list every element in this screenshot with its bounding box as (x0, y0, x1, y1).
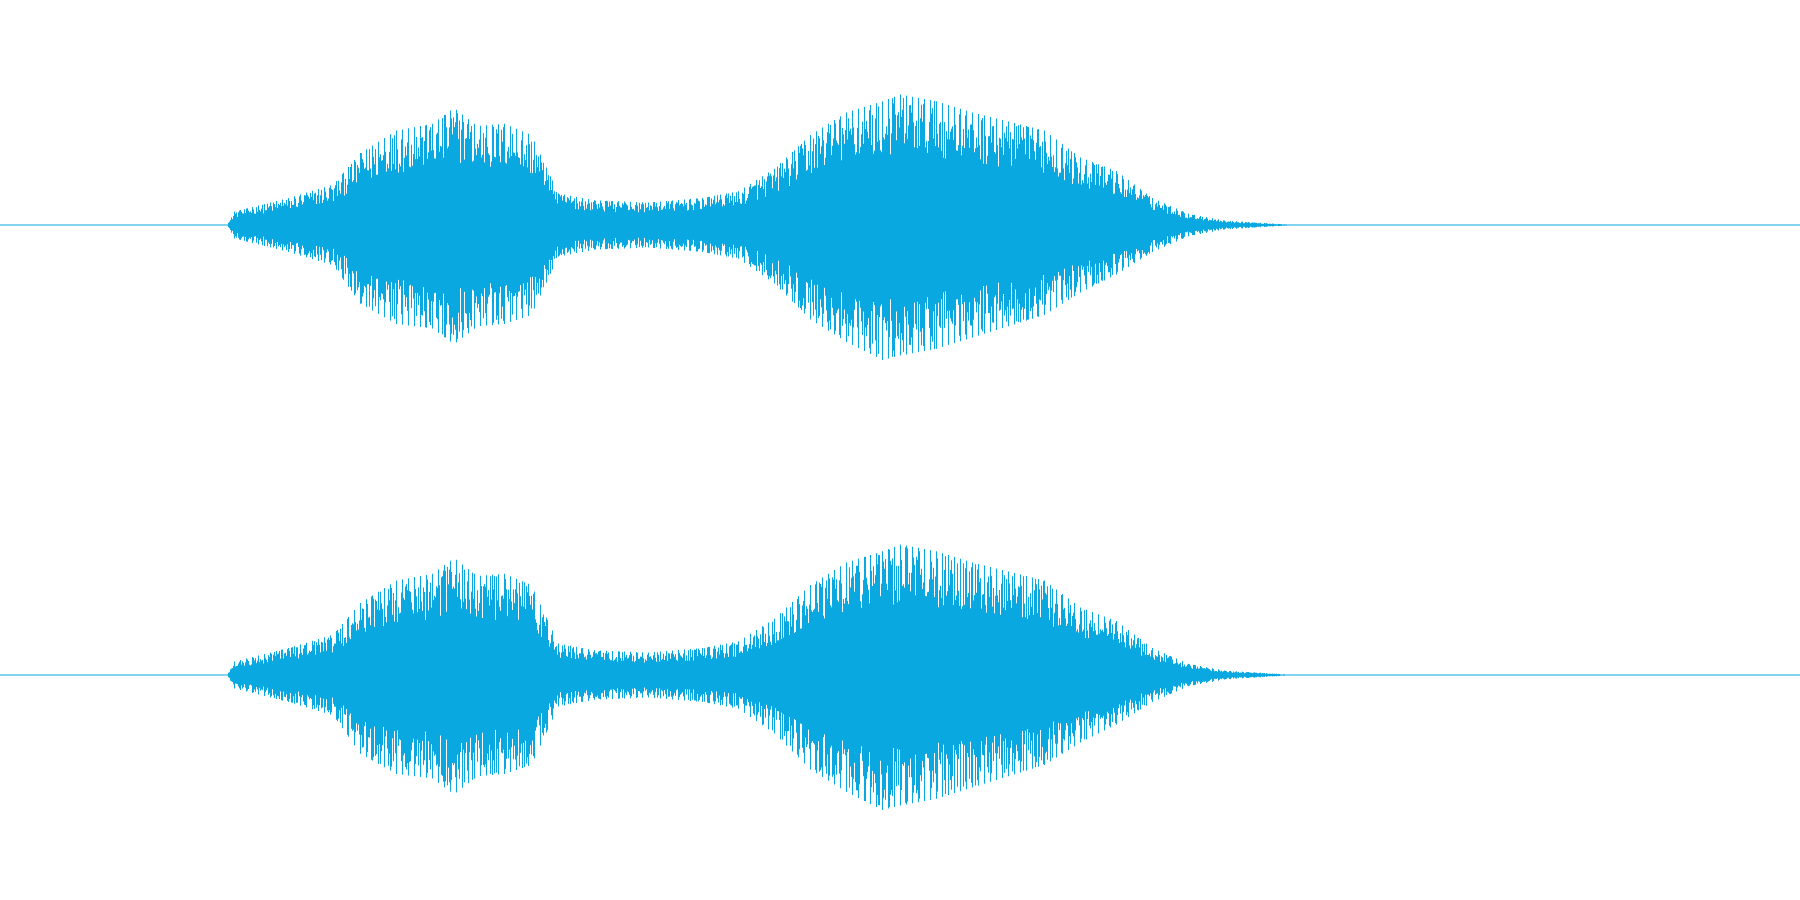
channel-1-waveform (0, 94, 1800, 360)
channel-2-waveform (0, 544, 1800, 810)
channel-1-signal-core (227, 166, 1295, 286)
channel-2-signal-core (227, 616, 1295, 736)
